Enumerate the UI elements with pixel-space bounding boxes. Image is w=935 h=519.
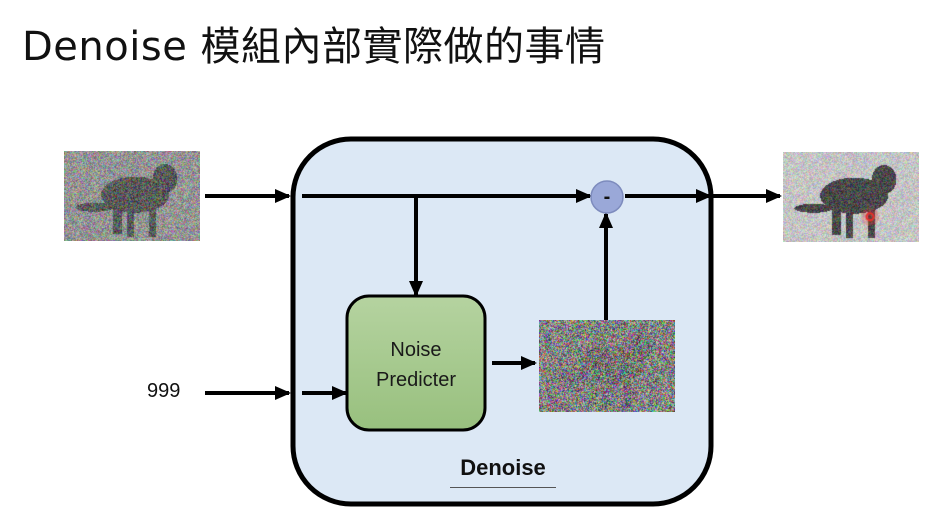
denoise-module-label: Denoise <box>460 455 546 480</box>
noise-predicter-label: Noise Predicter <box>347 335 485 395</box>
noise-predicter-line2: Predicter <box>375 369 457 391</box>
noisy-input-image <box>64 151 200 241</box>
noise-predicter-box <box>345 294 487 432</box>
subtract-symbol: - <box>603 186 611 208</box>
noise-predicter-line1: Noise <box>390 339 442 361</box>
denoise-label-underline <box>450 487 556 488</box>
denoised-output-image <box>783 152 919 242</box>
slide-title: Denoise 模組內部實際做的事情 <box>22 24 606 70</box>
subtract-node <box>590 180 624 214</box>
step-input-label: 999 <box>147 380 181 402</box>
predicted-noise-image <box>539 320 675 412</box>
